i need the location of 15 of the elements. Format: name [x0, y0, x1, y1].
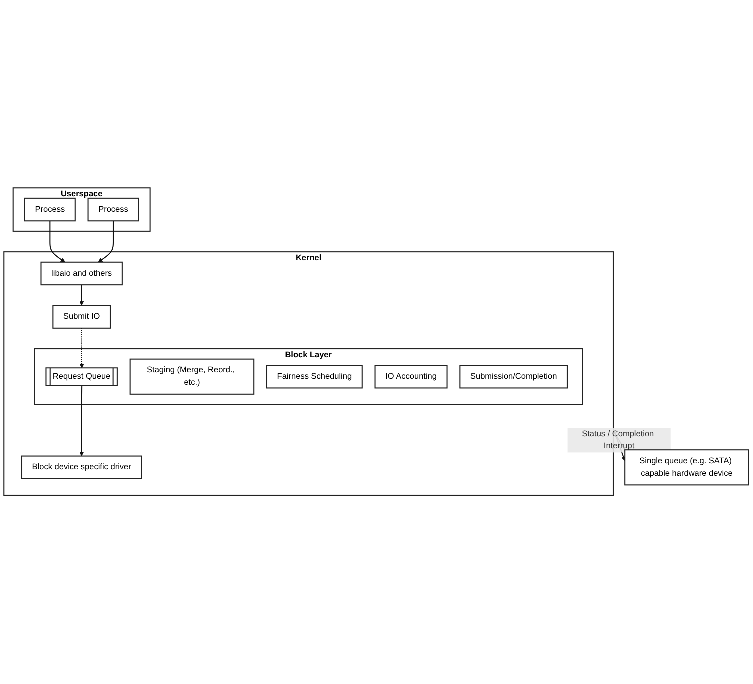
node-box: Submission/Completion [460, 365, 568, 389]
arrow [50, 221, 66, 263]
arrow [80, 328, 84, 369]
node-box: Single queue (e.g. SATA) capable hardware device [624, 450, 750, 486]
node-box: IO Accounting [374, 365, 448, 389]
node-box: Block device specific driver [21, 456, 142, 480]
arrow [80, 386, 84, 457]
node-box: Staging (Merge, Reord., etc.) [130, 359, 255, 396]
node-box: Process [88, 198, 140, 222]
node-box: Process [24, 198, 76, 222]
node-box: Submit IO [52, 305, 111, 330]
arrow [98, 221, 114, 263]
node-box: libaio and others [40, 262, 123, 286]
node-box: Fairness Scheduling [266, 365, 363, 389]
arrow [80, 285, 84, 306]
